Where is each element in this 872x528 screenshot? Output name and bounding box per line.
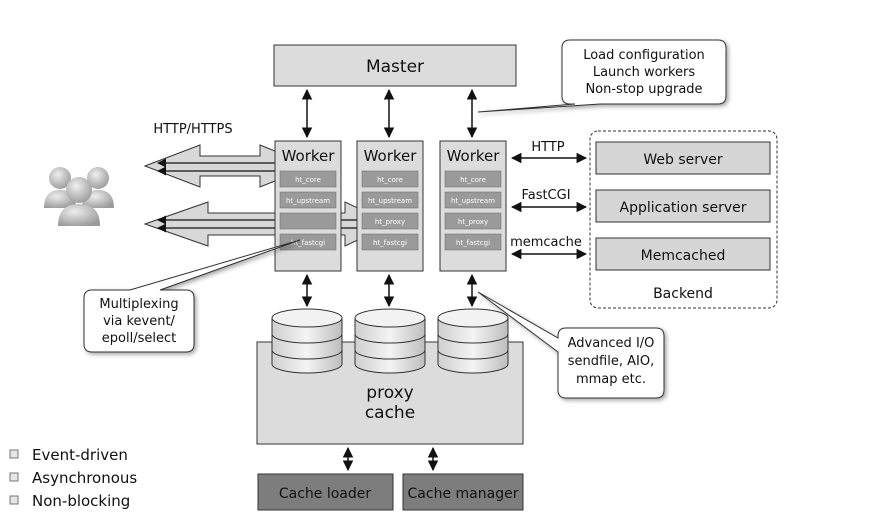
backend-web-server: Web server — [643, 152, 723, 168]
legend: Event-driven Asynchronous Non-blocking — [9, 446, 137, 510]
legend-item-1: Event-driven — [32, 446, 128, 464]
cache-manager-label: Cache manager — [408, 486, 519, 502]
backend-application-server: Application server — [620, 200, 747, 216]
cache-disk-3 — [437, 308, 509, 374]
worker-2-module-4: ht_fastcgi — [373, 239, 407, 247]
legend-bullet-1 — [9, 449, 19, 459]
cache-process-arrows — [342, 446, 439, 472]
legend-bullet-2 — [9, 472, 19, 482]
advanced-io-line2: sendfile, AIO, — [568, 354, 654, 369]
worker-1-module-1: ht_core — [295, 176, 321, 184]
client-connection-arrows — [143, 144, 394, 247]
worker-3-module-1: ht_core — [460, 176, 486, 184]
worker-3-module-3: ht_proxy — [458, 218, 488, 226]
multiplexing-line2: via kevent/ — [103, 314, 175, 329]
backend-protocol-arrows — [510, 152, 588, 260]
master-node: Master — [273, 44, 517, 87]
worker-1-module-4: ht_fastcgi — [291, 239, 325, 247]
cache-disk-1 — [271, 308, 343, 374]
worker-2: Worker ht_core ht_upstream ht_proxy ht_f… — [356, 140, 424, 272]
worker-2-label: Worker — [364, 147, 418, 165]
master-callout-line3: Non-stop upgrade — [585, 82, 702, 97]
worker-2-module-1: ht_core — [377, 176, 403, 184]
legend-item-3: Non-blocking — [32, 492, 130, 510]
multiplexing-callout — [83, 239, 301, 353]
master-label: Master — [366, 57, 424, 77]
cache-loader-box: Cache loader — [257, 473, 394, 511]
worker-3-module-2: ht_upstream — [451, 197, 495, 205]
legend-item-2: Asynchronous — [32, 469, 137, 487]
legend-bullet-3 — [9, 495, 19, 505]
protocol-fastcgi: FastCGI — [521, 188, 570, 203]
cache-loader-label: Cache loader — [279, 486, 372, 502]
multiplexing-line3: epoll/select — [102, 331, 176, 346]
protocol-memcache: memcache — [510, 235, 582, 250]
master-callout-line2: Launch workers — [593, 65, 696, 80]
worker-2-module-3: ht_proxy — [375, 218, 405, 226]
backend-title: Backend — [653, 286, 713, 302]
worker-3-module-4: ht_fastcgi — [456, 239, 490, 247]
worker-1: Worker ht_core ht_upstream ht_fastcgi — [274, 140, 342, 272]
worker-3: Worker ht_core ht_upstream ht_proxy ht_f… — [439, 140, 507, 272]
master-worker-arrows — [301, 88, 478, 139]
advanced-io-callout — [477, 291, 665, 399]
advanced-io-line1: Advanced I/O — [568, 336, 655, 351]
worker-1-module-2: ht_upstream — [286, 197, 330, 205]
advanced-io-line3: mmap etc. — [576, 372, 646, 387]
worker-1-label: Worker — [282, 147, 336, 165]
cache-manager-box: Cache manager — [402, 473, 524, 511]
proxy-cache-line2: cache — [365, 403, 415, 423]
master-callout-line1: Load configuration — [583, 48, 705, 63]
client-protocol-label: HTTP/HTTPS — [153, 122, 232, 137]
worker-3-label: Worker — [447, 147, 501, 165]
protocol-http: HTTP — [531, 140, 564, 155]
backend-memcached: Memcached — [641, 248, 726, 264]
cache-disk-2 — [354, 308, 426, 374]
multiplexing-line1: Multiplexing — [99, 297, 178, 312]
proxy-cache-line1: proxy — [366, 383, 413, 403]
backend-group: Web server Application server Memcached … — [589, 130, 778, 309]
users-icon — [44, 167, 114, 226]
master-callout — [477, 39, 727, 113]
worker-2-module-2: ht_upstream — [368, 197, 412, 205]
worker-cache-arrows — [301, 273, 478, 308]
